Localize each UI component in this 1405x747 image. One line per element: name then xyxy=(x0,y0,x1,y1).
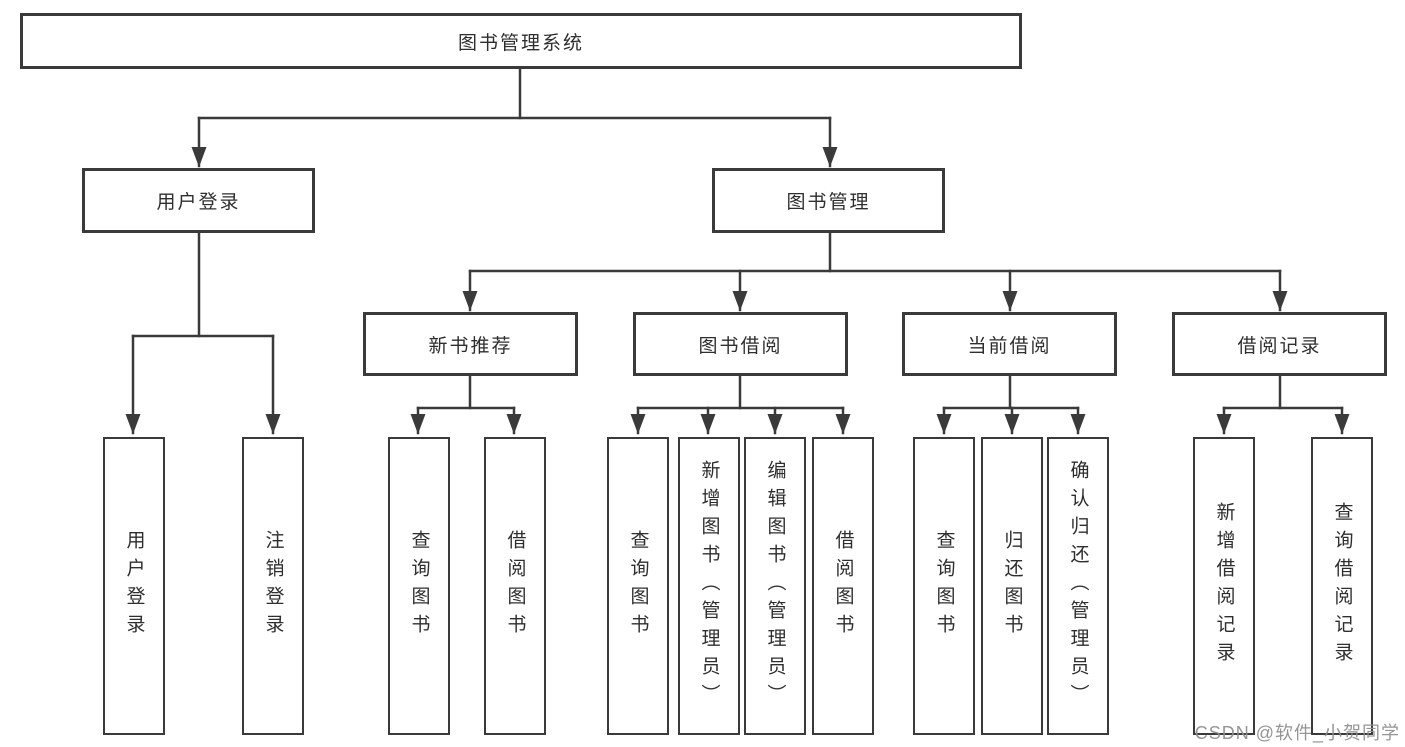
leaf-user-login: 用户登录 xyxy=(103,437,165,735)
leaf-edit-books-admin: 编辑图书（管理员） xyxy=(744,437,806,735)
leaf-borrow-books-borrow: 借阅图书 xyxy=(812,437,874,735)
leaf-query-books-borrow: 查询图书 xyxy=(607,437,669,735)
leaf-query-books-current: 查询图书 xyxy=(913,437,975,735)
node-user-login: 用户登录 xyxy=(82,168,315,233)
node-new-book-recommend: 新书推荐 xyxy=(363,312,578,376)
node-current-borrow: 当前借阅 xyxy=(902,312,1117,376)
leaf-query-books-newbook: 查询图书 xyxy=(388,437,450,735)
leaf-borrow-books-newbook: 借阅图书 xyxy=(484,437,546,735)
leaf-return-books: 归还图书 xyxy=(981,437,1043,735)
leaf-confirm-return-admin: 确认归还（管理员） xyxy=(1047,437,1109,735)
watermark: CSDN @软件_小贺同学 xyxy=(1194,723,1400,743)
node-borrow-records: 借阅记录 xyxy=(1172,312,1387,376)
node-book-management: 图书管理 xyxy=(712,168,945,233)
leaf-add-borrow-record: 新增借阅记录 xyxy=(1193,437,1255,735)
leaf-add-books-admin: 新增图书（管理员） xyxy=(678,437,740,735)
node-library-management-system: 图书管理系统 xyxy=(20,13,1022,69)
leaf-logout-login: 注销登录 xyxy=(242,437,304,735)
node-book-borrow: 图书借阅 xyxy=(633,312,848,376)
leaf-query-borrow-record: 查询借阅记录 xyxy=(1311,437,1373,735)
